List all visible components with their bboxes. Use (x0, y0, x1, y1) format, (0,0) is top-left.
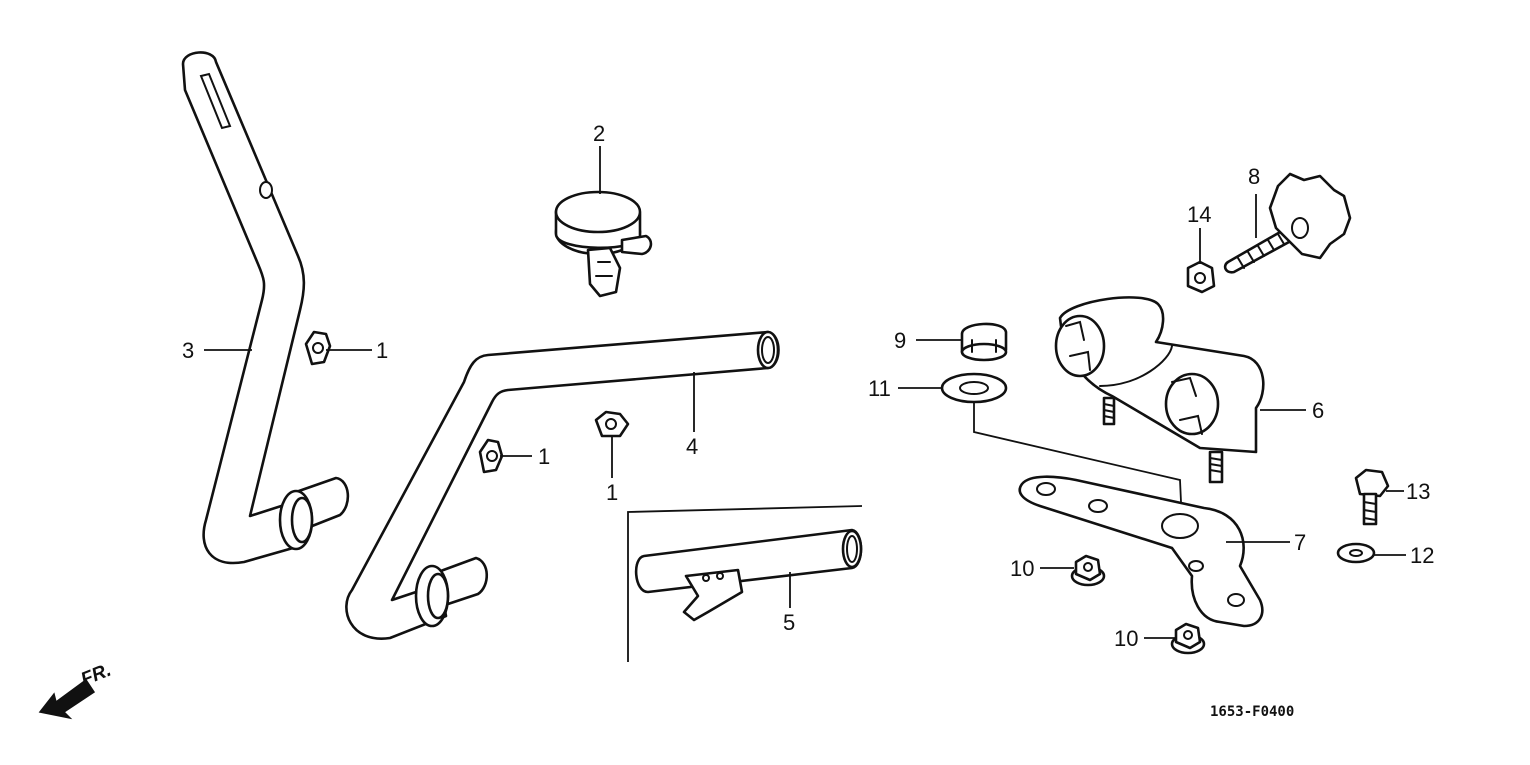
callout-7: 7 (1294, 530, 1306, 555)
callout-2: 2 (593, 121, 605, 146)
part-5-bar-with-bracket[interactable] (634, 528, 863, 622)
callout-14: 14 (1187, 202, 1211, 227)
callout-8: 8 (1248, 164, 1260, 189)
callout-4: 4 (686, 434, 698, 459)
front-direction-label: FR. (78, 660, 114, 691)
part-5-inset-frame (627, 505, 863, 662)
callout-1-c: 1 (606, 480, 618, 505)
part-1-nut-c[interactable] (594, 410, 630, 438)
part-14-nut[interactable] (1186, 260, 1216, 294)
part-2-cap-switch[interactable] (554, 190, 653, 298)
callout-12: 12 (1410, 543, 1434, 568)
part-12-washer[interactable] (1336, 542, 1376, 564)
part-13-bolt[interactable] (1354, 468, 1390, 526)
part-10-flange-nut-a[interactable] (1070, 554, 1106, 587)
callout-1-b: 1 (538, 444, 550, 469)
part-10-flange-nut-b[interactable] (1170, 622, 1206, 655)
callout-6: 6 (1312, 398, 1324, 423)
part-1-nut-b[interactable] (478, 438, 504, 474)
callout-11: 11 (868, 376, 891, 401)
part-3-handle-bar-left[interactable] (181, 51, 350, 565)
part-8-knob-bolt[interactable] (1223, 172, 1352, 274)
drawing-code: 1653-F0400 (1210, 704, 1294, 720)
callout-1-a: 1 (376, 338, 388, 363)
part-7-mounting-plate[interactable] (1018, 475, 1264, 628)
callout-13: 13 (1406, 479, 1430, 504)
part-6-clamp-holder[interactable] (1054, 296, 1265, 484)
callout-5: 5 (783, 610, 795, 635)
part-9-cap-nut[interactable] (960, 322, 1008, 362)
part-4-handle-bar-right[interactable] (345, 330, 780, 640)
callout-leaders (204, 146, 1406, 639)
front-direction-arrow-icon (38, 678, 96, 720)
part-11-washer[interactable] (940, 372, 1008, 404)
callout-10-a: 10 (1010, 556, 1034, 581)
callout-10-b: 10 (1114, 626, 1138, 651)
callout-3: 3 (182, 338, 194, 363)
callout-9: 9 (894, 328, 906, 353)
part-1-nut-a[interactable] (304, 330, 332, 366)
